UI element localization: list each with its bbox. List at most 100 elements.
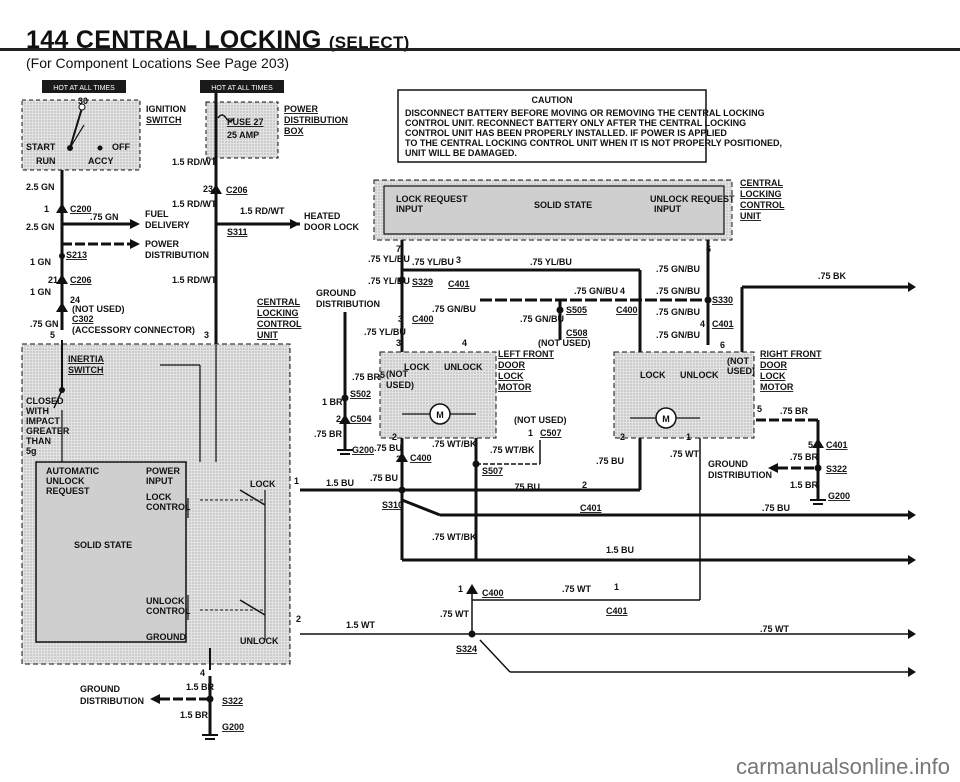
splice-s329	[398, 276, 406, 284]
ld-g200: G200	[352, 445, 374, 455]
wire-bu-angle	[401, 498, 441, 517]
rd-not1: (NOT	[727, 356, 749, 366]
rd-pin5b: 5	[808, 440, 813, 450]
lg-g2: DISTRIBUTION	[80, 696, 144, 706]
lg-br1: 1.5 BR	[186, 682, 215, 692]
mw-gnbu4: .75 GN/BU	[656, 264, 700, 274]
mw-pin4: 4	[620, 286, 625, 296]
unlock-req2: INPUT	[654, 204, 682, 214]
ign-label2: SWITCH	[146, 115, 182, 125]
right-solid-state-label: SOLID STATE	[534, 200, 592, 210]
caution-heading: CAUTION	[532, 95, 573, 105]
banner-right-text: HOT AT ALL TIMES	[211, 85, 273, 92]
solid-state-left: SOLID STATE	[74, 540, 132, 550]
ld-wtbk2: .75 WT/BK	[490, 445, 535, 455]
lbl-gn1: 1 GN	[30, 257, 51, 267]
rd-gnd-arrow	[768, 463, 778, 473]
ld-pin2: 2	[336, 414, 341, 424]
lbl-c206: C206	[70, 275, 92, 285]
arrow-heated	[290, 219, 300, 229]
clu-left-pin2: 2	[296, 614, 301, 624]
auto-label3: REQUEST	[46, 486, 90, 496]
lbl-fuel1: FUEL	[145, 209, 169, 219]
caution-line-2: CONTROL UNIT HAS BEEN PROPERLY INSTALLED…	[405, 128, 727, 138]
ld-c401b: C401	[606, 606, 628, 616]
caution-line-3: TO THE CENTRAL LOCKING CONTROL UNIT WHEN…	[405, 138, 782, 148]
ld-lbl1: LEFT FRONT	[498, 349, 554, 359]
fuse-dist2: DISTRIBUTION	[284, 115, 348, 125]
rd-unlock: UNLOCK	[680, 370, 719, 380]
lbl-rdwt1: 1.5 RD/WT	[172, 157, 217, 167]
splice-s505	[556, 306, 564, 314]
lg-g200: G200	[222, 722, 244, 732]
rd-c401: C401	[826, 440, 848, 450]
lbl-pwr1: POWER	[145, 239, 180, 249]
conn-c400-left	[396, 452, 408, 462]
ld-s502: S502	[350, 389, 371, 399]
lg-arrow	[150, 694, 160, 704]
ld-c400: C400	[410, 453, 432, 463]
ignition-switch-box	[21, 99, 141, 171]
closed-2: IMPACT	[26, 416, 60, 426]
conn-c400-low	[466, 584, 478, 594]
ld-s310: S310	[382, 500, 403, 510]
mw-bk75: .75 BK	[818, 271, 847, 281]
ign-off-node	[97, 145, 103, 151]
ld-not-used3: (NOT USED)	[514, 415, 567, 425]
inertia-contact	[53, 389, 63, 409]
auto-label2: UNLOCK	[46, 476, 85, 486]
lbl-gn1b: 1 GN	[30, 287, 51, 297]
cont-arrow-3	[908, 555, 916, 565]
ld-lbl3: LOCK	[498, 371, 524, 381]
ld-not2: USED)	[386, 380, 414, 390]
ld-br75b: .75 BR	[314, 429, 343, 439]
clu-right-label3: CONTROL	[740, 200, 785, 210]
clu-right-label2: LOCKING	[740, 189, 782, 199]
ld-pin1: 1	[528, 428, 533, 438]
clu-right-label1: CENTRAL	[740, 178, 783, 188]
mw-pin3b: 3	[398, 314, 403, 324]
fuse-name: FUSE 27	[227, 117, 264, 127]
ign-label1: IGNITION	[146, 104, 186, 114]
lbl-heated2: DOOR LOCK	[304, 222, 359, 232]
power-input1: POWER	[146, 466, 181, 476]
rd-pin1: 1	[686, 432, 691, 442]
lock-req1: LOCK REQUEST	[396, 194, 468, 204]
splice-s502	[341, 394, 349, 402]
mw-gnbu1: .75 GN/BU	[432, 304, 476, 314]
ld-pin2e: 2	[582, 480, 587, 490]
ign-arm	[69, 124, 85, 149]
lock-control2: CONTROL	[146, 502, 191, 512]
splice-s322-right	[814, 464, 822, 472]
closed-1: WITH	[26, 406, 49, 416]
rd-lbl2: DOOR	[760, 360, 788, 370]
ld-lbl2: DOOR	[498, 360, 526, 370]
mw-pin3c: 3	[396, 338, 401, 348]
ld-pin2b: 2	[392, 432, 397, 442]
lbl-c302: C302	[72, 314, 94, 324]
ld-wt75c: .75 WT	[760, 624, 790, 634]
clu-right-pin7: 7	[396, 244, 401, 254]
cont-arrow-4	[908, 629, 916, 639]
mw-yl75c: .75 YL/BU	[530, 257, 572, 267]
ign-pin-circle	[78, 103, 86, 111]
relay1-contact	[239, 489, 266, 506]
ign-contact	[69, 107, 83, 149]
banner-left	[42, 80, 126, 93]
rd-lbl4: MOTOR	[760, 382, 794, 392]
ld-br75: .75 BR	[352, 372, 381, 382]
rd-lbl3: LOCK	[760, 371, 786, 381]
lbl-pin24: 24	[70, 295, 80, 305]
ld-wtbk: .75 WT/BK	[432, 439, 477, 449]
mw-yl75e: .75 YL/BU	[364, 327, 406, 337]
right-solid-state	[383, 185, 725, 235]
conn-c200	[56, 203, 68, 213]
rd-br75: .75 BR	[780, 406, 809, 416]
closed-3: GREATER	[26, 426, 70, 436]
inertia-label2: SWITCH	[68, 365, 104, 375]
cont-arrow-5	[908, 667, 916, 677]
ld-pin1b: 1	[458, 584, 463, 594]
mw-gnd1: GROUND	[316, 288, 356, 298]
fuse-dist1: POWER	[284, 104, 319, 114]
mw-c400b: C400	[616, 305, 638, 315]
